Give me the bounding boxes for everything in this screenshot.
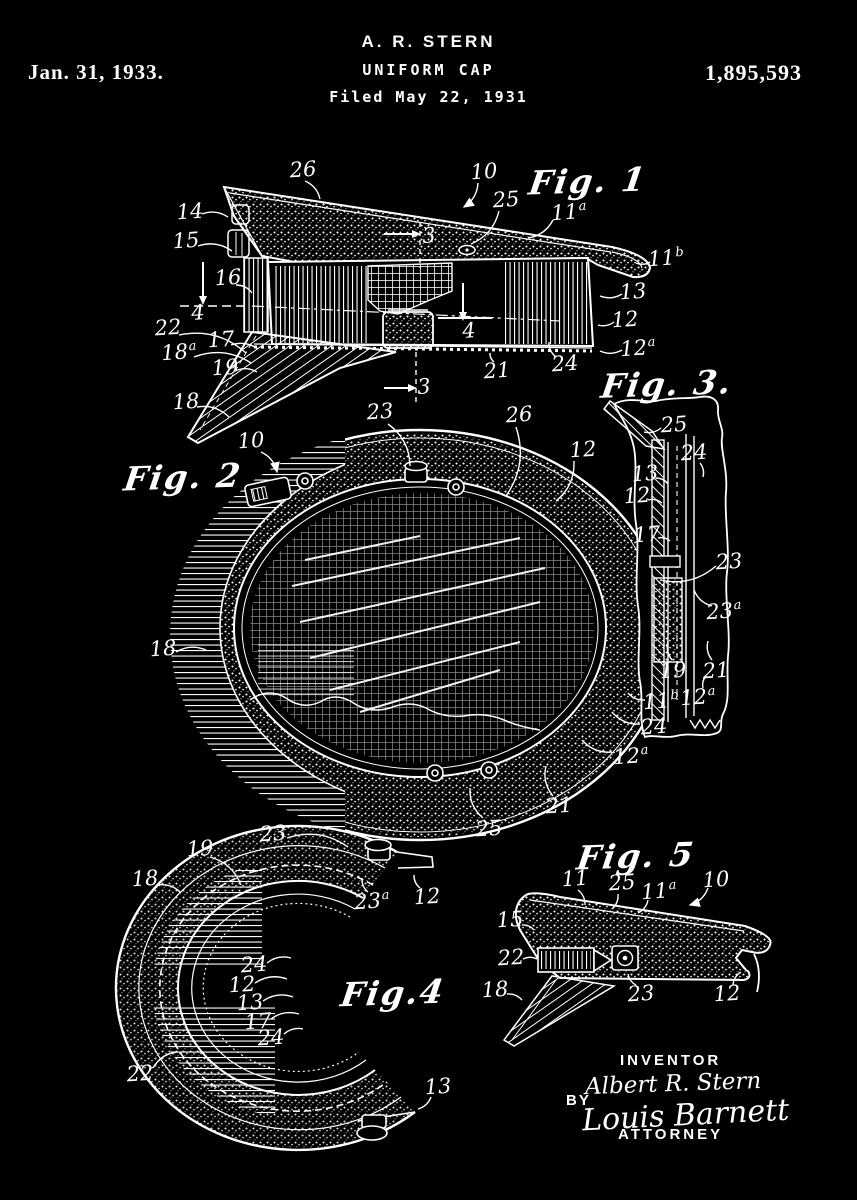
filed-date: Filed May 22, 1931 bbox=[329, 88, 528, 106]
ref-numeral-fig1-13: 13 bbox=[618, 278, 648, 305]
ref-numeral-fig1-11b: 11b bbox=[647, 244, 685, 272]
fig1-label: Fig. 1 bbox=[526, 159, 650, 203]
ref-numeral-fig1-4: 4 bbox=[461, 318, 477, 343]
ref-numeral-fig1-26: 26 bbox=[288, 156, 318, 183]
ref-numeral-fig1-3: 3 bbox=[421, 223, 437, 248]
inventor-heading: A. R. STERN bbox=[361, 32, 496, 51]
patent-title: UNIFORM CAP bbox=[362, 61, 495, 79]
ref-numeral-fig3-25: 25 bbox=[659, 411, 689, 438]
leader-lines bbox=[152, 180, 742, 1110]
ref-numeral-fig1-12: 12 bbox=[610, 306, 640, 333]
ref-numeral-fig1-11a: 11a bbox=[550, 198, 587, 226]
ref-numeral-fig3-17: 17 bbox=[632, 521, 662, 548]
ref-numeral-fig4-23a: 23a bbox=[353, 887, 390, 915]
fig4-label: Fig.4 bbox=[338, 971, 448, 1015]
ref-numeral-fig5-12: 12 bbox=[712, 980, 742, 1007]
ref-numeral-fig4-18: 18 bbox=[130, 865, 160, 892]
issue-date: Jan. 31, 1933. bbox=[28, 60, 164, 84]
ref-numeral-fig4-22: 22 bbox=[125, 1060, 155, 1087]
ref-numeral-fig4-19: 19 bbox=[185, 835, 215, 862]
fig1-drawing bbox=[180, 185, 652, 445]
ref-numeral-fig3-24: 24 bbox=[679, 439, 709, 466]
ref-numeral-fig1-15: 15 bbox=[171, 227, 201, 254]
ref-numeral-fig2-12a: 12a bbox=[612, 742, 649, 770]
fig2-drawing bbox=[170, 428, 670, 842]
ref-numeral-fig5-15: 15 bbox=[495, 906, 525, 933]
ref-numeral-fig1-21: 21 bbox=[482, 357, 512, 384]
ref-numeral-fig2-18: 18 bbox=[148, 635, 178, 662]
ref-numeral-fig1-24: 24 bbox=[550, 350, 580, 377]
fig5-drawing bbox=[502, 892, 772, 1047]
ref-numeral-fig1-10: 10 bbox=[469, 158, 499, 185]
ref-numeral-fig4-12: 12 bbox=[412, 883, 442, 910]
ref-numeral-fig5-11: 11 bbox=[560, 865, 590, 892]
ref-numeral-fig1-3: 3 bbox=[416, 374, 432, 399]
ref-numeral-fig5-11a: 11a bbox=[640, 877, 677, 905]
ref-numeral-fig4-23: 23 bbox=[258, 820, 288, 847]
ref-numeral-fig1-17: 17 bbox=[206, 326, 236, 353]
ref-numeral-fig1-25: 25 bbox=[491, 186, 521, 213]
ref-numeral-fig5-10: 10 bbox=[701, 866, 731, 893]
ref-numeral-fig1-4: 4 bbox=[190, 300, 206, 325]
fig3-drawing bbox=[602, 395, 730, 739]
fig4-drawing bbox=[114, 824, 434, 1152]
patent-number: 1,895,593 bbox=[705, 60, 802, 85]
ref-numeral-fig1-16: 16 bbox=[213, 264, 243, 291]
ref-numeral-fig2-23: 23 bbox=[365, 398, 395, 425]
fig5-label: Fig. 5 bbox=[574, 834, 698, 878]
ref-numeral-fig1-22: 22 bbox=[153, 314, 183, 341]
ref-numeral-fig5-18: 18 bbox=[480, 976, 510, 1003]
ref-numeral-fig2-12: 12 bbox=[568, 436, 598, 463]
ref-numeral-fig3-23a: 23a bbox=[705, 597, 742, 625]
ref-numeral-fig5-25: 25 bbox=[607, 869, 637, 896]
ref-numeral-fig3-19: 19 bbox=[658, 657, 688, 684]
fig2-label: Fig. 2 bbox=[121, 455, 245, 499]
ref-numeral-fig1-18a: 18a bbox=[160, 338, 197, 366]
ref-numeral-fig5-22: 22 bbox=[496, 944, 526, 971]
ref-numeral-fig1-14: 14 bbox=[175, 198, 205, 225]
attorney-label: ATTORNEY bbox=[618, 1126, 724, 1143]
ref-numeral-fig2-26: 26 bbox=[504, 401, 534, 428]
ref-numeral-fig2-10: 10 bbox=[236, 427, 266, 454]
ref-numeral-fig1-12a: 12a bbox=[619, 334, 656, 362]
ref-numeral-fig4-13: 13 bbox=[423, 1073, 453, 1100]
fig3-label: Fig. 3. bbox=[598, 362, 736, 406]
ref-numeral-fig2-11b: 11b bbox=[642, 687, 680, 715]
ref-numeral-fig5-23: 23 bbox=[626, 980, 656, 1007]
ref-numeral-fig2-25: 25 bbox=[474, 815, 504, 842]
ref-numeral-fig3-12: 12 bbox=[622, 482, 652, 509]
inventor-label: INVENTOR bbox=[620, 1052, 722, 1069]
ref-numeral-fig3-23: 23 bbox=[714, 548, 744, 575]
by-label: BY bbox=[566, 1092, 591, 1109]
ref-numeral-fig1-18: 18 bbox=[171, 388, 201, 415]
ref-numeral-fig3-12a: 12a bbox=[679, 683, 716, 711]
ref-numeral-fig4-24: 24 bbox=[256, 1024, 286, 1051]
ref-numeral-fig1-19: 19 bbox=[210, 354, 240, 381]
ref-numeral-fig3-21: 21 bbox=[701, 657, 731, 684]
ref-numeral-fig2-24: 24 bbox=[639, 713, 669, 740]
ref-numeral-fig2-21: 21 bbox=[544, 792, 574, 819]
